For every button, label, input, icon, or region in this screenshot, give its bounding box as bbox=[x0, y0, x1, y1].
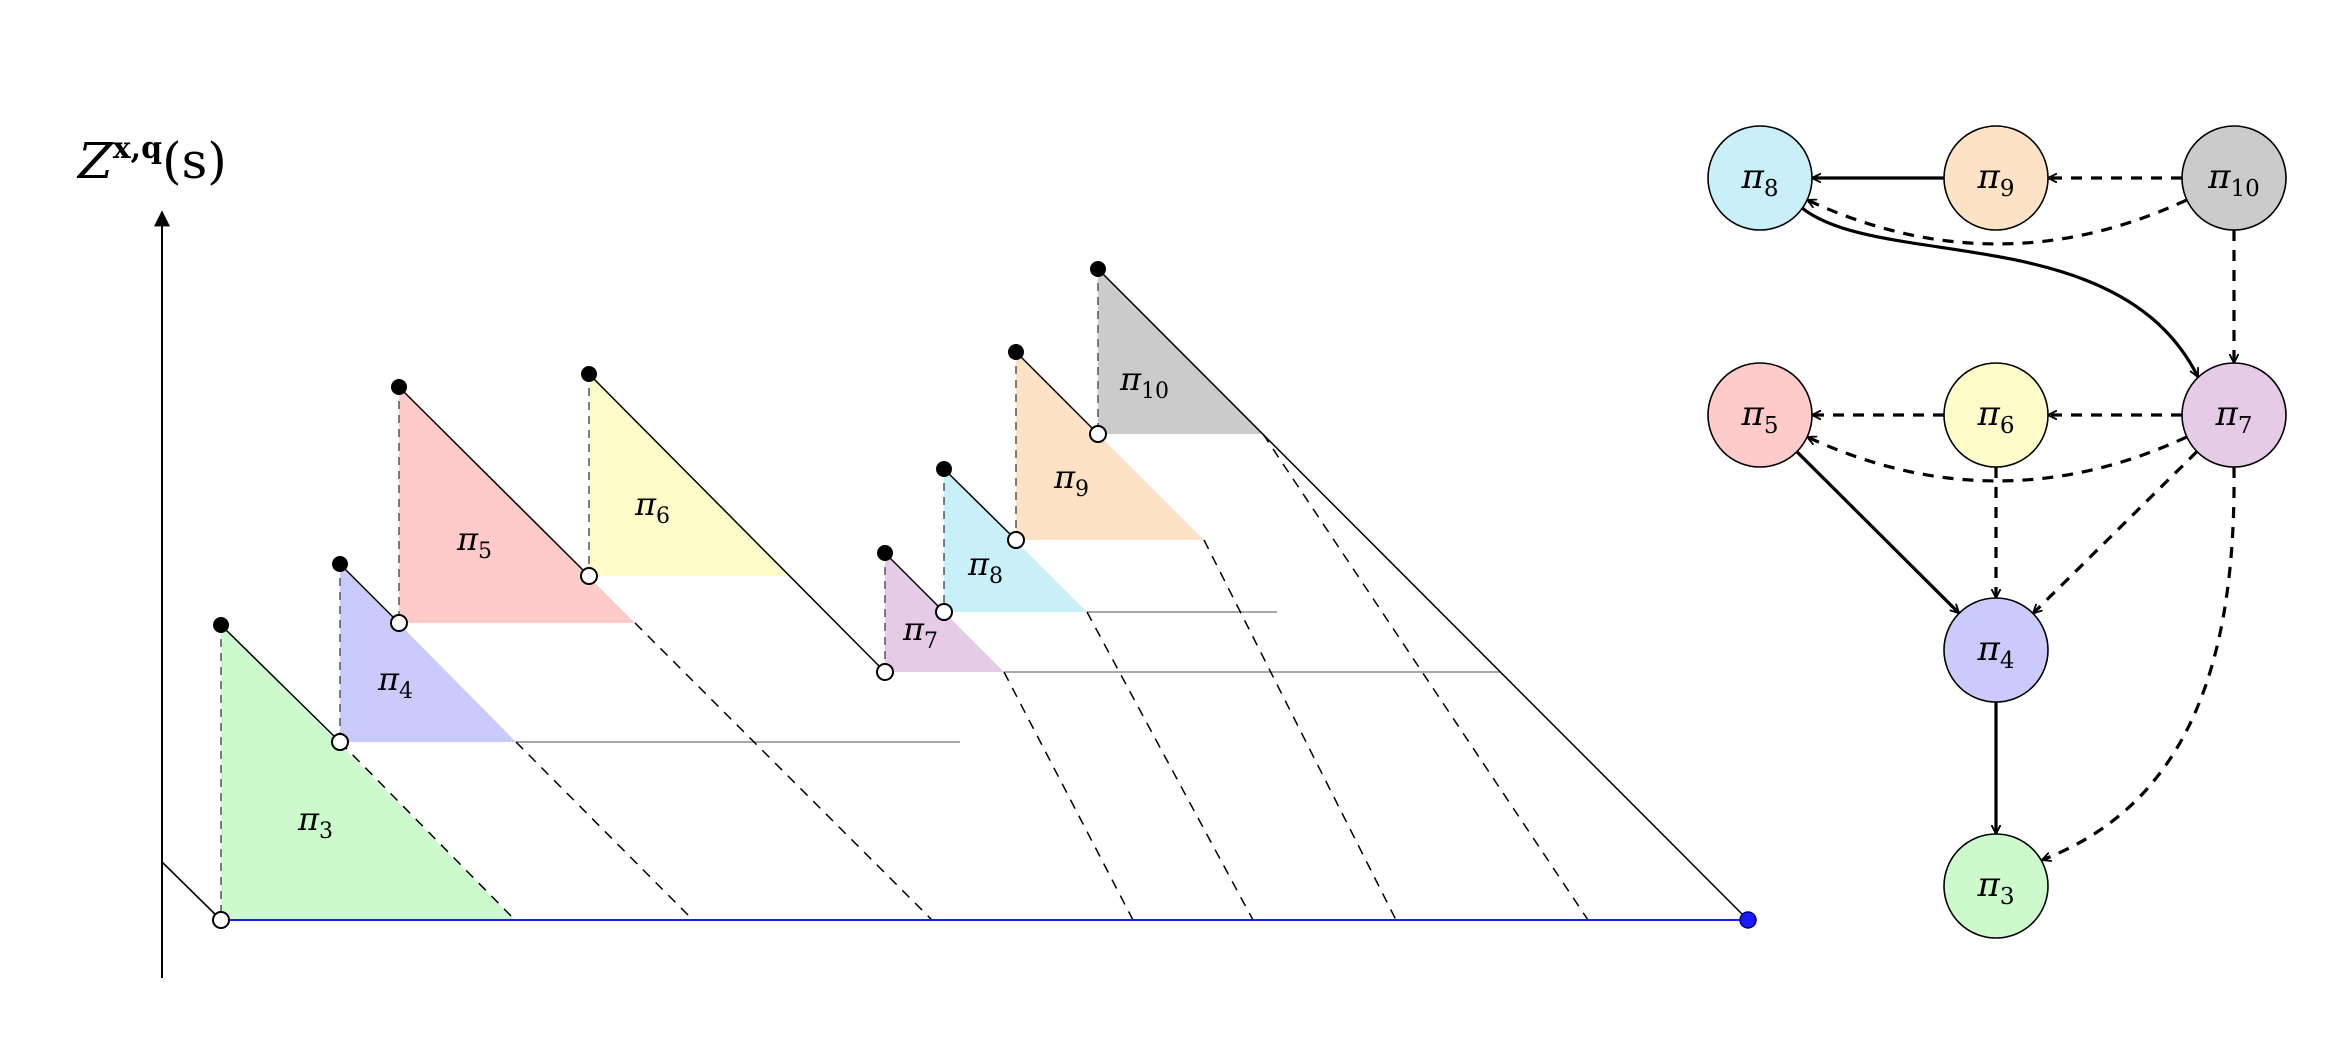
graph-node-label: π8 bbox=[1741, 157, 1779, 202]
triangle-labels: π3 π4 π5 π6 π7 π8 π9 π10 bbox=[297, 360, 1169, 844]
dependency-graph: π8 π9 π10 π5 π6 π7 π4 π3 bbox=[1707, 125, 2287, 939]
dashed-diagonal bbox=[634, 622, 933, 921]
graph-node-circle bbox=[1943, 597, 2049, 703]
graph-edge-pi8-pi7 bbox=[1801, 206, 2200, 377]
graph-node-pi10: π10 bbox=[2181, 125, 2287, 231]
graph-node-pi3: π3 bbox=[1943, 833, 2049, 939]
open-points bbox=[212, 425, 1107, 929]
diagonal-line bbox=[220, 624, 341, 743]
diagonal-line bbox=[339, 563, 400, 624]
graph-node-label: π6 bbox=[1977, 394, 2015, 439]
filled-point bbox=[391, 379, 407, 395]
process-plot: Zx,q(s) bbox=[76, 131, 1757, 978]
filled-point bbox=[1090, 261, 1106, 277]
triangle-label-pi7: π7 bbox=[902, 610, 938, 654]
graph-node-circle bbox=[2181, 362, 2287, 468]
graph-edge-pi7-pi3 bbox=[2042, 466, 2236, 860]
triangle-label-pi3: π3 bbox=[297, 800, 333, 844]
graph-node-pi6: π6 bbox=[1943, 362, 2049, 468]
open-point bbox=[580, 567, 598, 585]
open-point bbox=[1089, 425, 1107, 443]
triangle-label-pi4: π4 bbox=[377, 660, 413, 704]
axis-label: Zx,q(s) bbox=[76, 131, 227, 190]
dashed-diagonal bbox=[515, 741, 694, 921]
graph-node-pi7: π7 bbox=[2181, 362, 2287, 468]
axis-label-argument: (s) bbox=[162, 132, 227, 190]
graph-node-pi4: π4 bbox=[1943, 597, 2049, 703]
graph-node-pi5: π5 bbox=[1707, 362, 1813, 468]
graph-node-pi9: π9 bbox=[1943, 125, 2049, 231]
open-point bbox=[935, 603, 953, 621]
dashed-diagonal bbox=[1086, 611, 1254, 921]
dashed-diagonal bbox=[1203, 539, 1397, 921]
connector-lines bbox=[516, 611, 1500, 743]
filled-points bbox=[213, 261, 1106, 633]
graph-node-label: π3 bbox=[1977, 865, 2015, 910]
triangle-label-pi8: π8 bbox=[967, 545, 1003, 589]
diagonal-line bbox=[1097, 268, 1749, 921]
diagonal-line bbox=[884, 552, 945, 613]
triangle-label-pi9: π9 bbox=[1053, 458, 1089, 502]
graph-edge-pi5-pi4 bbox=[1795, 450, 1961, 615]
filled-point bbox=[213, 617, 229, 633]
graph-node-label: π4 bbox=[1977, 629, 2015, 674]
open-point bbox=[1007, 531, 1025, 549]
graph-nodes: π8 π9 π10 π5 π6 π7 π4 π3 bbox=[1707, 125, 2287, 939]
diagonal-line bbox=[588, 373, 886, 673]
triangle-label-pi5: π5 bbox=[456, 520, 492, 564]
graph-node-label: π5 bbox=[1741, 394, 1779, 439]
open-point bbox=[876, 663, 894, 681]
dashed-diagonal bbox=[1003, 671, 1134, 921]
triangles-layer bbox=[221, 269, 1263, 920]
graph-node-circle bbox=[1707, 362, 1813, 468]
graph-node-pi8: π8 bbox=[1707, 125, 1813, 231]
dashed-diagonal bbox=[339, 741, 516, 921]
open-point bbox=[212, 911, 230, 929]
filled-point bbox=[936, 461, 952, 477]
initial-segment bbox=[161, 861, 222, 921]
graph-node-label: π9 bbox=[1977, 157, 2015, 202]
axis-label-superscript: x,q bbox=[113, 131, 162, 166]
graph-node-label: π10 bbox=[2207, 157, 2260, 202]
filled-point bbox=[877, 545, 893, 561]
graph-node-circle bbox=[2181, 125, 2287, 231]
filled-point bbox=[332, 556, 348, 572]
filled-point bbox=[581, 366, 597, 382]
jump-lines bbox=[220, 269, 1099, 920]
graph-node-circle bbox=[1943, 362, 2049, 468]
graph-edge-pi7-pi4 bbox=[2031, 450, 2199, 615]
dashed-diagonal bbox=[1262, 433, 1589, 921]
graph-node-circle bbox=[1943, 125, 2049, 231]
diagonal-line bbox=[1015, 351, 1099, 435]
filled-point bbox=[1008, 344, 1024, 360]
triangle-label-pi6: π6 bbox=[634, 485, 670, 529]
solid-diagonals bbox=[220, 268, 1749, 921]
diagonal-line bbox=[398, 386, 590, 577]
end-point bbox=[1739, 911, 1757, 929]
triangle-label-pi10: π10 bbox=[1119, 360, 1169, 404]
open-point bbox=[331, 733, 349, 751]
graph-node-label: π7 bbox=[2215, 394, 2253, 439]
open-point bbox=[390, 614, 408, 632]
graph-edges bbox=[1795, 178, 2236, 860]
graph-node-circle bbox=[1943, 833, 2049, 939]
graph-node-circle bbox=[1707, 125, 1813, 231]
diagonal-line bbox=[943, 468, 1017, 541]
dashed-diagonals bbox=[339, 433, 1589, 921]
